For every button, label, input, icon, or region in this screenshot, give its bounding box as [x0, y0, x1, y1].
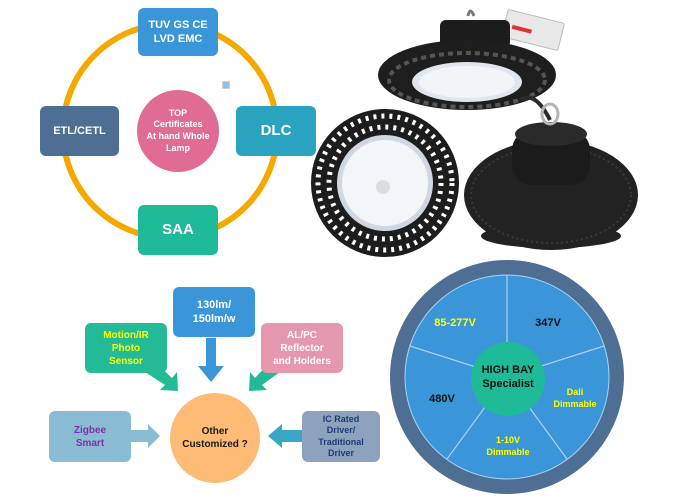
customization-center-line-1: Other	[201, 426, 229, 437]
option-driver-line-1: IC Rated	[322, 414, 360, 424]
option-zigbee-line-1: Zigbee	[73, 424, 107, 436]
cert-center-circle: TOP Certificates At hand Whole Lamp	[137, 90, 219, 172]
cert-box-etl: ETL/CETL	[40, 106, 119, 156]
option-motion-line-1: Motion/IR	[103, 329, 149, 341]
option-box-zigbee: Zigbee Smart	[49, 411, 131, 462]
cert-dlc-label: DLC	[260, 122, 292, 140]
cert-box-dlc: DLC	[236, 106, 316, 156]
cert-box-tuv: TUV GS CE LVD EMC	[138, 8, 218, 56]
wheel-segment-480v-label: 480V	[429, 393, 455, 405]
arrow-right-icon	[130, 424, 160, 448]
wheel-segment-1-10v-line-1: 1-10V	[495, 435, 521, 445]
option-reflector-line-2: Reflector	[280, 342, 324, 354]
customization-center-circle: Other Customized ?	[170, 393, 260, 483]
cert-etl-label: ETL/CETL	[53, 124, 106, 137]
option-driver-line-3: Traditional	[318, 436, 364, 447]
cert-center-line-3: At hand Whole	[146, 131, 210, 141]
cert-tuv-line-1: TUV GS CE	[148, 18, 208, 31]
arrow-left-icon	[268, 424, 302, 448]
option-box-driver: IC Rated Driver/ Traditional Driver	[302, 411, 380, 462]
cert-center-line-4: Lamp	[165, 142, 190, 153]
option-reflector-line-1: AL/PC	[286, 329, 317, 341]
option-driver-line-4: Driver	[327, 447, 354, 458]
wheel-segment-85-277v-label: 85-277V	[434, 317, 476, 329]
high-bay-lamp-heatsink-icon	[464, 95, 638, 250]
option-efficiency-line-1: 130lm/	[196, 298, 232, 311]
option-reflector-line-3: and Holders	[273, 355, 331, 367]
wheel-center-label: HIGH BAY Specialist	[468, 363, 548, 392]
wheel-center-line-1: HIGH BAY	[481, 364, 535, 376]
small-square-icon	[222, 81, 230, 89]
option-box-efficiency: 130lm/ 150lm/w	[173, 287, 255, 337]
wheel-segment-347v: 347V	[523, 316, 573, 330]
option-box-reflector: AL/PC Reflector and Holders	[261, 323, 343, 373]
cert-saa-label: SAA	[162, 221, 194, 239]
option-zigbee-line-2: Smart	[75, 437, 105, 449]
cert-tuv-line-2: LVD EMC	[153, 33, 203, 45]
high-bay-lamp-front-icon	[311, 109, 459, 257]
wheel-segment-dali-line-2: Dimmable	[553, 398, 597, 409]
cert-center-line-2: Certificates	[153, 119, 203, 130]
wheel-center-line-2: Specialist	[482, 378, 534, 391]
option-motion-line-2: Photo	[111, 342, 141, 354]
wheel-segment-1-10v-line-2: Dimmable	[486, 446, 530, 457]
option-box-motion-sensor: Motion/IR Photo Sensor	[85, 323, 167, 373]
wheel-segment-480v: 480V	[420, 392, 464, 406]
high-bay-lamp-with-driver-icon	[378, 9, 565, 110]
cert-box-saa: SAA	[138, 205, 218, 255]
wheel-segment-dali-line-1: Dali	[566, 387, 584, 397]
wheel-segment-dali: Dali Dimmable	[545, 387, 605, 410]
wheel-segment-85-277v: 85-277V	[425, 316, 485, 330]
wheel-segment-347v-label: 347V	[535, 317, 561, 329]
cert-center-line-1: TOP	[168, 107, 188, 118]
arrow-down-icon	[198, 338, 224, 382]
wheel-center-circle	[471, 342, 545, 416]
customization-center-line-2: Customized ?	[182, 439, 248, 450]
option-efficiency-line-2: 150lm/w	[192, 313, 236, 325]
option-driver-line-2: Driver/	[326, 425, 356, 436]
option-motion-line-3: Sensor	[109, 355, 143, 367]
wheel-segment-1-10v: 1-10V Dimmable	[478, 435, 538, 458]
